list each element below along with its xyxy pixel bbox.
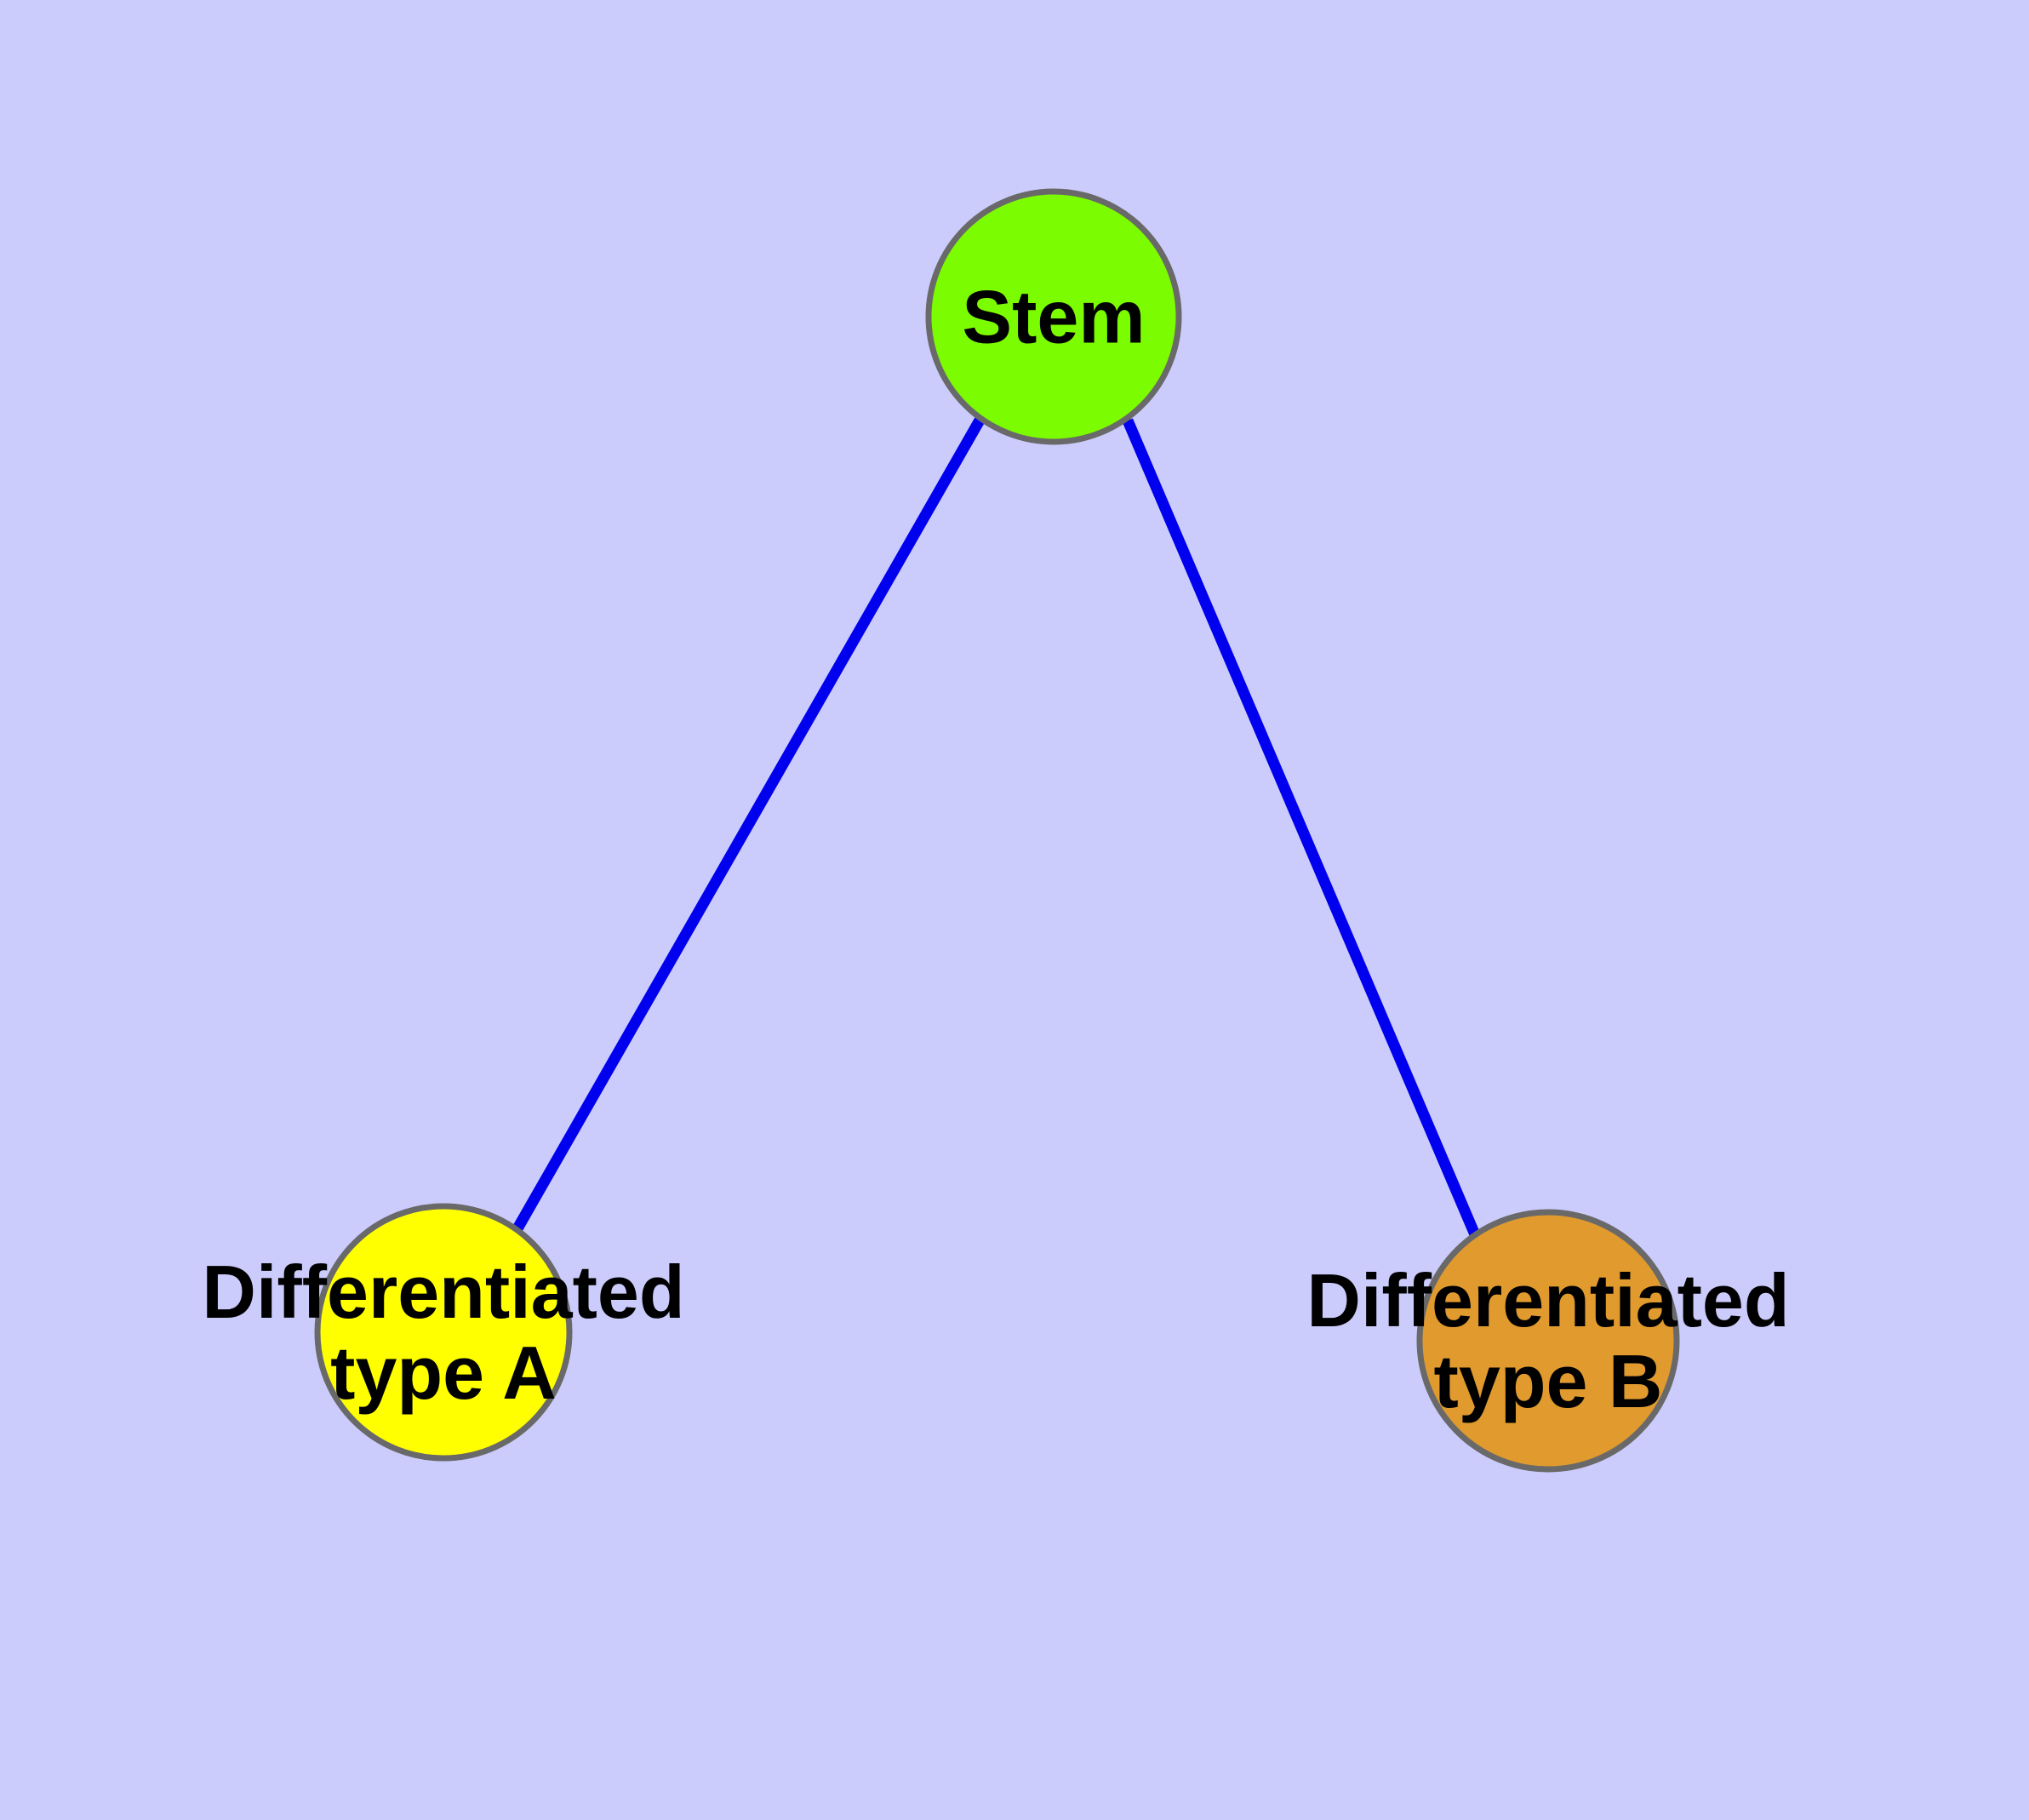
edge-stem-to-diff-b[interactable] bbox=[1123, 418, 1482, 1241]
node-layer bbox=[314, 188, 1680, 1473]
node-differentiated-type-b[interactable] bbox=[1416, 1209, 1680, 1473]
node-stem[interactable] bbox=[925, 188, 1182, 445]
node-differentiated-type-a[interactable] bbox=[314, 1203, 573, 1462]
edge-stem-to-diff-a[interactable] bbox=[512, 415, 986, 1233]
edge-layer bbox=[512, 415, 1482, 1241]
